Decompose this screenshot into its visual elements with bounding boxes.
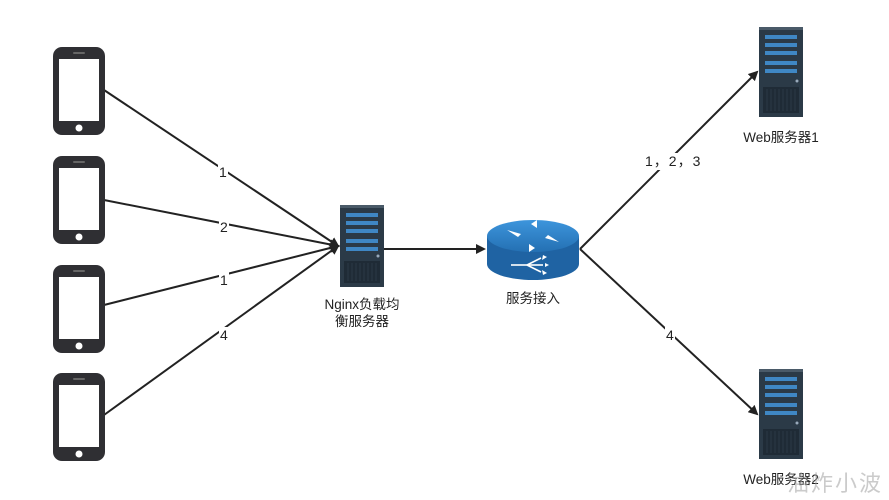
nginx-label-line2: 衡服务器	[335, 314, 389, 329]
web-server-1-label: Web服务器1	[743, 130, 819, 145]
edge-label-phone3: 1	[219, 272, 229, 289]
phone-home-button	[75, 124, 83, 132]
phone-1	[53, 47, 105, 135]
nginx-server-label: Nginx负载均 衡服务器	[312, 296, 412, 330]
edge-label-phone4: 4	[219, 327, 229, 344]
edge-label-phone2: 2	[219, 219, 229, 236]
web-server-2-icon	[759, 369, 803, 459]
edge-label-phone1: 1	[218, 164, 228, 181]
watermark: 油炸小波	[786, 472, 883, 497]
phone-2	[53, 156, 105, 244]
web-server-1-icon	[759, 27, 803, 117]
edge-label-to-web1: 1，2，3	[644, 153, 703, 170]
nginx-label-line1: Nginx负载均	[324, 297, 400, 312]
phone-3	[53, 265, 105, 353]
phone-screen	[59, 59, 99, 121]
edge-label-to-web2: 4	[665, 327, 675, 344]
phone-4	[53, 373, 105, 461]
router-icon	[487, 220, 579, 280]
web-server-2-label: Web服务器2	[743, 472, 819, 487]
connections	[103, 70, 759, 416]
access-label: 服务接入	[506, 291, 560, 306]
nginx-server-icon	[340, 205, 384, 287]
phone-speaker	[73, 52, 85, 54]
